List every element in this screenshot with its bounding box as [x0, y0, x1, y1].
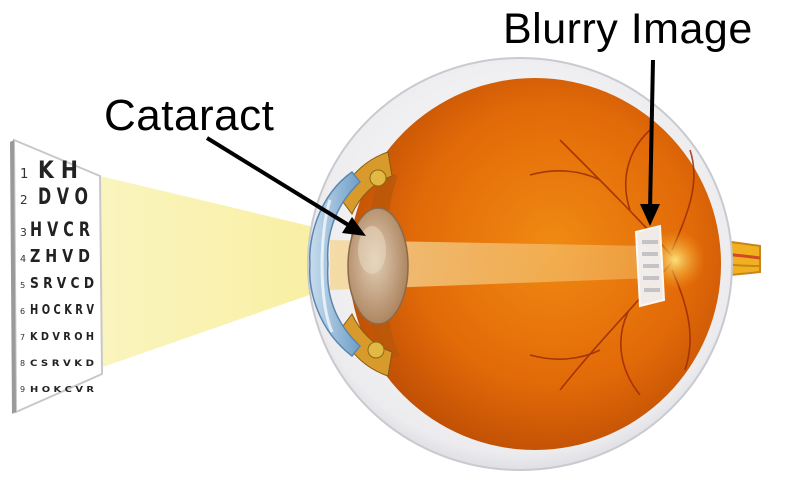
- eye-chart-row-letters: K H: [38, 156, 78, 184]
- blurry-image-on-retina: [636, 226, 664, 306]
- eye-chart-row-number: 3: [20, 226, 27, 239]
- eye-chart-row-number: 4: [20, 254, 26, 265]
- eye-chart-row-letters: K D V R O H: [30, 330, 94, 343]
- eye-chart-row-letters: H O K C V R: [30, 385, 94, 394]
- blurry-image-label: Blurry Image: [503, 8, 753, 51]
- cataract-label: Cataract: [104, 94, 274, 138]
- eye-chart-row-letters: H V C R: [30, 218, 90, 241]
- eye-chart-row-letters: C S R V K D: [30, 359, 94, 369]
- eye-chart-row-number: 9: [20, 385, 25, 394]
- eye-chart-row-number: 6: [20, 307, 25, 316]
- eye-chart-row-letters: H O C K R V: [30, 303, 94, 318]
- eye-chart-row-number: 8: [20, 359, 25, 368]
- eye-chart-row-letters: Z H V D: [30, 247, 90, 267]
- eye-chart-row-number: 5: [20, 280, 25, 290]
- eye-chart-row-number: 1: [20, 167, 28, 182]
- eye-chart-row-number: 7: [20, 333, 25, 342]
- eye-chart-row-number: 2: [20, 193, 28, 207]
- eye-chart-row-letters: S R V C D: [30, 274, 94, 292]
- eye-chart-row-letters: D V O: [38, 185, 88, 210]
